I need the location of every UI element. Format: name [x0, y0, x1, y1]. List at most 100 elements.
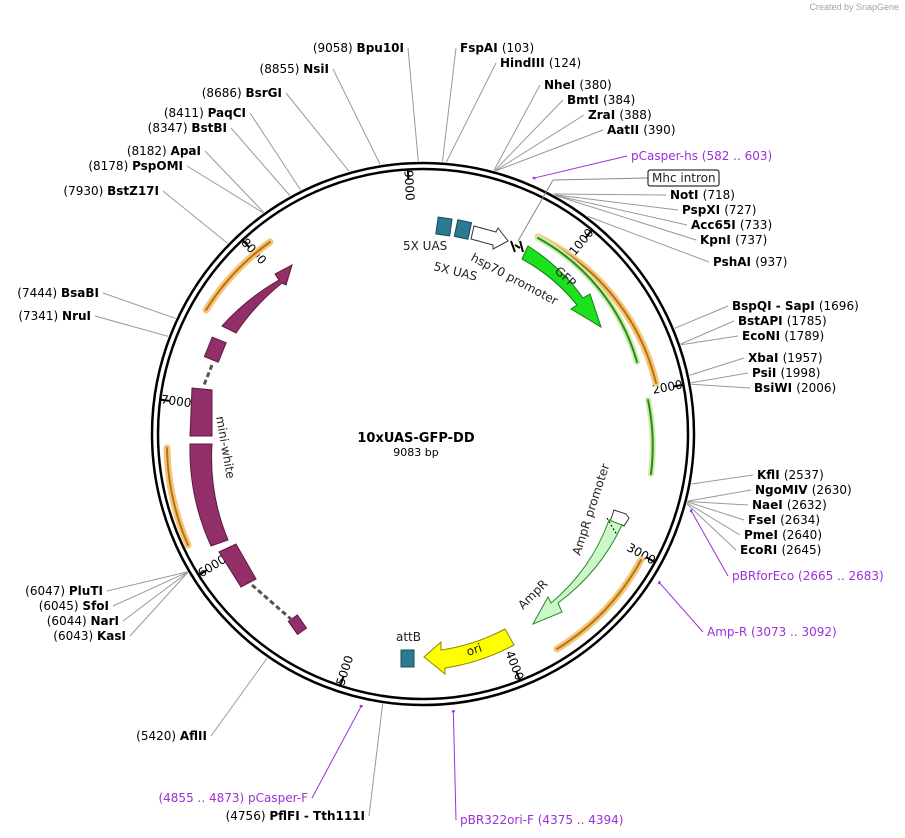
enzyme-leader-AflII [210, 657, 268, 737]
enzyme-label-KasI: (6043) KasI [53, 629, 126, 643]
tick-mark-2000 [673, 383, 685, 388]
primer-mark-Amp-R [657, 580, 661, 585]
feature-layer [189, 216, 630, 676]
mhc-intron-label: Mhc intron [652, 171, 716, 185]
label-mini-white: mini-white [213, 415, 238, 480]
enzyme-label-BsiWI: BsiWI (2006) [754, 381, 836, 395]
primer-leader-pCasper-F [311, 705, 362, 799]
feature-attb [400, 649, 415, 668]
enzyme-leader-PsiI [691, 372, 749, 384]
primer-leader-pBR322ori-F [452, 711, 457, 821]
mini-white-exon-2 [189, 387, 213, 437]
enzyme-leader-NgoMIV [687, 489, 752, 502]
enzyme-leader-HindIII [445, 62, 497, 163]
tick-mark-4000 [515, 670, 522, 682]
enzyme-label-KflI: KflI (2537) [757, 468, 824, 482]
enzyme-leader-PaqCI [249, 112, 302, 191]
enzyme-label-PspXI: PspXI (727) [682, 203, 757, 217]
mini-white-exon-3 [189, 443, 229, 547]
tick-mark-3000 [645, 556, 657, 564]
enzyme-leader-BstZ17I [162, 190, 228, 244]
enzyme-label-PflFI-Tth111I: (4756) PflFI - Tth111I [226, 809, 365, 823]
primer-label-pBRforEco: pBRforEco (2665 .. 2683) [732, 569, 884, 583]
enzyme-label-PmeI: PmeI (2640) [744, 528, 822, 542]
enzyme-label-FseI: FseI (2634) [748, 513, 820, 527]
tick-mark-7000 [159, 398, 171, 402]
mini-white-exon-4 [218, 543, 257, 588]
enzyme-label-ApaI: (8182) ApaI [127, 144, 201, 158]
enzyme-label-NgoMIV: NgoMIV (2630) [755, 483, 852, 497]
enzyme-leader-NruI [94, 315, 169, 337]
enzyme-leader-PspOMI [186, 165, 264, 214]
enzyme-label-NaeI: NaeI (2632) [752, 498, 827, 512]
enzyme-label-PluTI: (6047) PluTI [25, 584, 103, 598]
enzyme-label-EcoRI: EcoRI (2645) [740, 543, 821, 557]
mhc-intron-leader [517, 179, 554, 242]
intron-dash-2 [251, 583, 293, 622]
enzyme-leader-SfoI [112, 571, 188, 607]
feature-5x-uas-2 [453, 219, 473, 240]
enzyme-leader-FspAI [441, 47, 457, 162]
enzyme-label-BmtI: BmtI (384) [567, 93, 635, 107]
orf-arc-3-core [205, 241, 271, 311]
enzyme-leader-PmeI [686, 502, 741, 536]
enzyme-leader-XbaI [689, 357, 745, 376]
mini-white-introns [202, 364, 293, 622]
enzyme-label-NarI: (6044) NarI [47, 614, 119, 628]
enzyme-leader-BstAPI [680, 320, 735, 345]
enzyme-leader-BsrGI [285, 92, 350, 172]
enzyme-label-Bpu10I: (9058) Bpu10I [313, 41, 404, 55]
enzyme-leader-BsaBI [102, 292, 176, 319]
snapgene-credit: Created by SnapGene [809, 2, 899, 12]
orf-arc-4-core [166, 447, 189, 546]
tick-label-7000: 7000 [160, 392, 192, 410]
primer-leader-pBRforEco [690, 510, 729, 577]
enzyme-leader-PluTI [106, 571, 188, 592]
enzyme-layer: FspAI (103)HindIII (124)NheI (380)BmtI (… [17, 41, 858, 823]
enzyme-label-NotI: NotI (718) [670, 188, 735, 202]
enzyme-leader-NsiI [332, 68, 381, 165]
primer-label-pCasper-F: (4855 .. 4873) pCasper-F [158, 791, 308, 805]
intron-dash-1 [202, 364, 214, 386]
enzyme-leader-PspXI [554, 194, 679, 211]
tick-mark-5000 [339, 675, 345, 688]
feature-ori [423, 628, 515, 676]
enzyme-label-EcoNI: EcoNI (1789) [742, 329, 824, 343]
label-5x-uas-1: 5X UAS [403, 239, 447, 253]
enzyme-leader-BmtI [494, 99, 564, 171]
enzyme-label-BsrGI: (8686) BsrGI [202, 86, 282, 100]
enzyme-leader-AatII [495, 129, 604, 172]
enzyme-label-ZraI: ZraI (388) [588, 108, 652, 122]
enzyme-leader-EcoNI [680, 335, 739, 346]
feature-gfp [521, 245, 602, 329]
primer-leader-Amp-R [658, 582, 704, 633]
enzyme-leader-Bpu10I [407, 47, 419, 162]
enzyme-leader-PflFI-Tth111I [368, 703, 384, 817]
tick-mark-8000 [241, 238, 251, 248]
ampr-promoter-dots [606, 517, 618, 536]
enzyme-label-PshAI: PshAI (937) [713, 255, 787, 269]
primer-label-pBR322ori-F: pBR322ori-F (4375 .. 4394) [460, 813, 623, 827]
enzyme-label-BstBI: (8347) BstBI [148, 121, 227, 135]
primer-label-Amp-R: Amp-R (3073 .. 3092) [707, 625, 837, 639]
mhc-intron-box [647, 169, 720, 187]
enzyme-leader-BstBI [230, 127, 291, 196]
mhc-intron-leader2 [552, 177, 649, 181]
green-arc-1-core [537, 237, 638, 363]
enzyme-label-BsaBI: (7444) BsaBI [17, 286, 99, 300]
tick-mark-9000 [406, 168, 410, 180]
feature-ampr [531, 519, 623, 626]
mini-white-exon-1 [203, 336, 227, 363]
hsp70-marker [510, 240, 524, 253]
enzyme-label-NheI: NheI (380) [544, 78, 612, 92]
plasmid-name: 10xUAS-GFP-DD [357, 431, 474, 446]
orf-arc-2 [553, 556, 645, 653]
enzyme-leader-KpnI [556, 195, 697, 241]
enzyme-label-FspAI: FspAI (103) [460, 41, 534, 55]
tick-label-5000: 5000 [333, 654, 356, 687]
enzyme-label-Acc65I: Acc65I (733) [691, 218, 772, 232]
enzyme-leader-KasI [129, 572, 189, 637]
enzyme-label-BspQI-SapI: BspQI - SapI (1696) [732, 299, 859, 313]
backbone-outer [150, 161, 696, 707]
